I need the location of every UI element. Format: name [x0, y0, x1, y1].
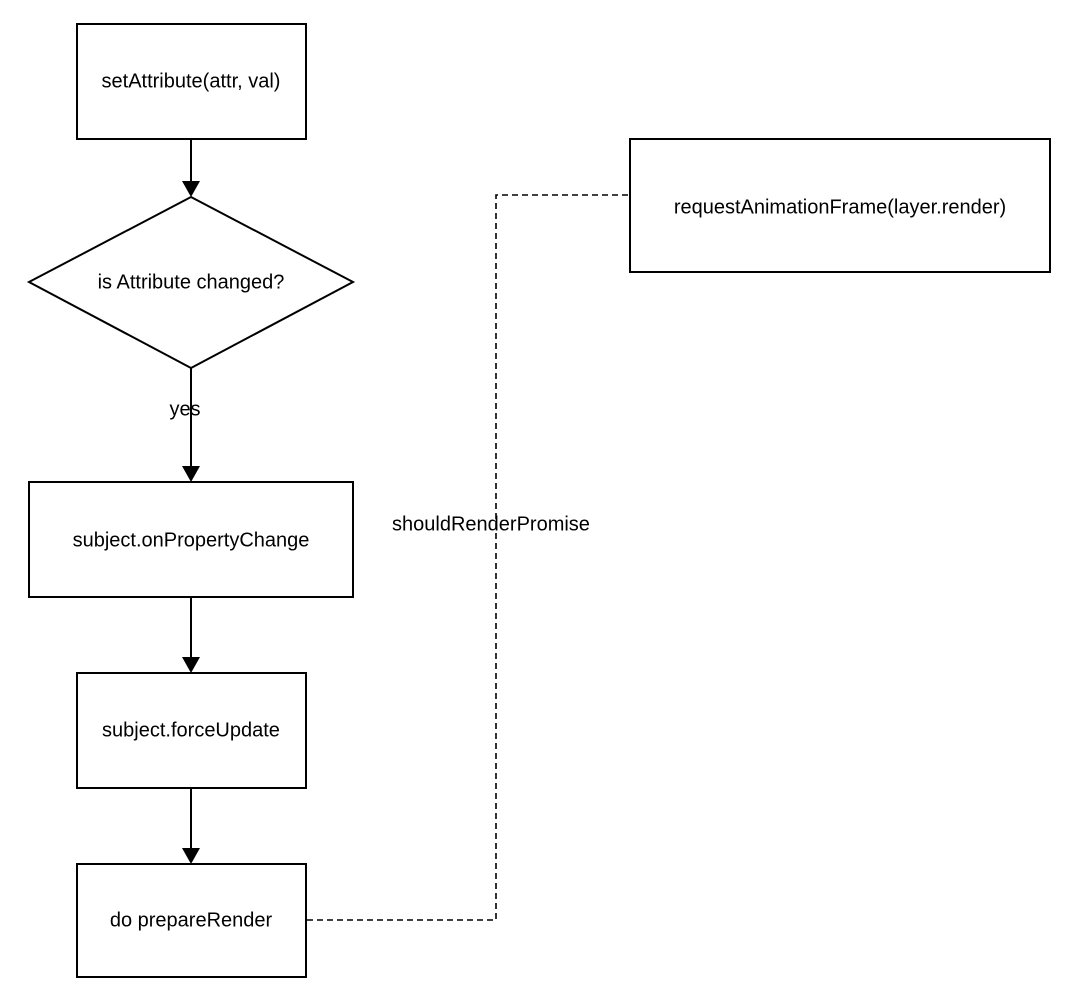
edge-on-property-change-to-force-update	[182, 597, 200, 673]
node-request-animation-frame: requestAnimationFrame(layer.render)	[629, 138, 1051, 273]
edge-decision-to-on-property-change	[182, 368, 200, 482]
edge-label-should-render-promise: shouldRenderPromise	[392, 513, 590, 535]
node-force-update-label: subject.forceUpdate	[102, 719, 280, 741]
node-on-property-change-label: subject.onPropertyChange	[73, 529, 310, 551]
node-set-attribute-label: setAttribute(attr, val)	[102, 70, 281, 92]
node-prepare-render: do prepareRender	[76, 863, 307, 978]
node-request-animation-frame-label: requestAnimationFrame(layer.render)	[674, 196, 1006, 218]
node-is-attribute-changed-label: is Attribute changed?	[98, 271, 285, 293]
edge-force-update-to-prepare-render	[182, 788, 200, 864]
edge-label-yes: yes	[169, 398, 200, 420]
node-force-update: subject.forceUpdate	[76, 672, 307, 789]
node-set-attribute: setAttribute(attr, val)	[76, 23, 307, 140]
edge-prepare-render-to-request-animation-frame	[307, 194, 630, 921]
node-is-attribute-changed: is Attribute changed?	[26, 195, 356, 370]
node-prepare-render-label: do prepareRender	[110, 909, 273, 931]
edge-set-attribute-to-decision	[182, 139, 200, 197]
node-on-property-change: subject.onPropertyChange	[28, 481, 354, 598]
